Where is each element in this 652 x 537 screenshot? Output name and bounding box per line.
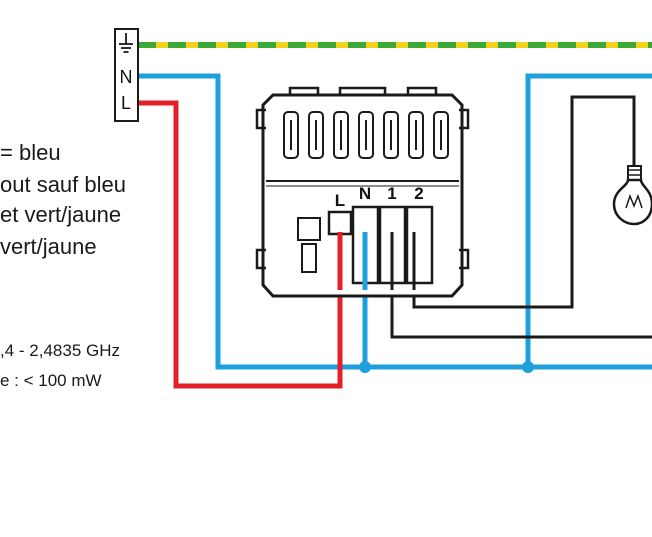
wire-color-legend: = bleu out sauf bleu et vert/jaune vert/…: [0, 140, 126, 259]
neutral-junction-dot: [359, 361, 371, 373]
legend-line-2: out sauf bleu: [0, 172, 126, 197]
spec-frequency: ,4 - 2,4835 GHz: [0, 341, 120, 360]
module-terminal-screws: [283, 111, 449, 159]
legend-line-1: = bleu: [0, 140, 61, 165]
legend-line-4: vert/jaune: [0, 234, 97, 259]
spec-text: ,4 - 2,4835 GHz e : < 100 mW: [0, 341, 120, 390]
module-terminal-label-output-2: 2: [414, 184, 423, 203]
neutral-junction-dot: [522, 361, 534, 373]
spec-power: e : < 100 mW: [0, 371, 102, 390]
switch-module: L N 1 2: [255, 86, 470, 298]
module-terminal-label-neutral: N: [359, 184, 371, 203]
module-terminal-label-live: L: [335, 191, 345, 210]
module-terminal-label-output-1: 1: [387, 184, 396, 203]
neutral-terminal-label: N: [120, 67, 133, 87]
earth-ground-icon: [119, 33, 133, 53]
live-terminal-label: L: [121, 93, 131, 113]
internal-components: [297, 217, 321, 273]
live-wire: [138, 100, 343, 389]
light-bulb-icon: [612, 165, 652, 226]
supply-terminal-block: N L: [114, 28, 139, 122]
legend-line-3: et vert/jaune: [0, 202, 121, 227]
